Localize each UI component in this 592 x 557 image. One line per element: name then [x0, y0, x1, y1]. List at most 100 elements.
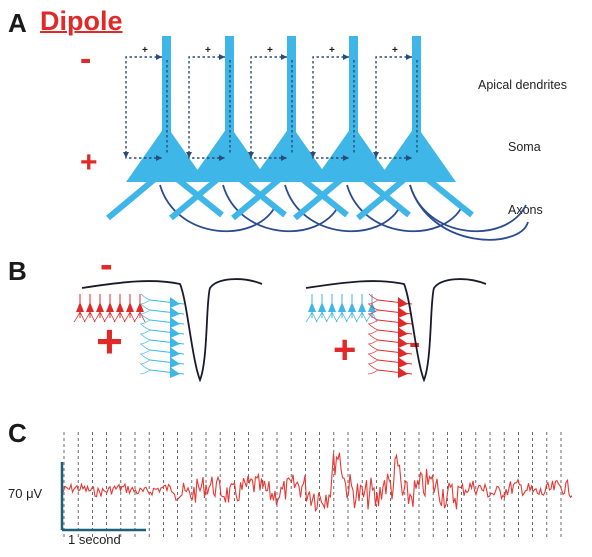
current-loop-left	[312, 56, 349, 159]
panel-c-letter: C	[8, 418, 27, 448]
mini-soma	[170, 327, 180, 338]
arrow-head-top	[281, 54, 287, 60]
mini-basal	[139, 363, 151, 375]
mini-soma	[398, 317, 408, 328]
mini-soma	[398, 347, 408, 358]
panel-a-plus-sign: +	[80, 146, 98, 179]
panel-a-letter: A	[8, 8, 27, 38]
axon-curve	[159, 184, 277, 233]
mini-basal	[367, 303, 379, 315]
pyramidal-neuron: +	[231, 36, 402, 233]
mini-soma	[106, 302, 114, 312]
loop-plus-sign: +	[142, 45, 148, 56]
arrow-head-top	[156, 54, 162, 60]
field-potential-trace-left	[81, 278, 263, 383]
axon-curve	[284, 184, 402, 233]
axon-curve	[346, 184, 464, 233]
panel-b-left-plus: +	[96, 315, 123, 367]
soma	[126, 125, 206, 182]
mini-basal	[367, 333, 379, 345]
mini-soma	[170, 347, 180, 358]
arrow-head-down	[123, 152, 129, 158]
mini-basal	[139, 343, 151, 355]
arrow-head-bottom	[281, 155, 287, 161]
axon-tail	[409, 184, 529, 241]
loop-plus-sign: +	[205, 45, 211, 56]
pyramidal-neuron: +	[106, 36, 277, 233]
dipole-title: Dipole	[40, 6, 123, 36]
arrow-head-bottom	[156, 155, 162, 161]
mini-basal	[133, 311, 146, 323]
axon-curve	[222, 184, 340, 233]
mini-soma	[318, 302, 326, 312]
arrow-head-top	[343, 54, 349, 60]
basal-dendrite-left	[169, 175, 221, 221]
panel-b-right-plus: +	[333, 328, 357, 372]
voltage-scale-label: 70 μV	[8, 486, 43, 501]
mini-soma	[308, 302, 316, 312]
axons-label: Axons	[508, 203, 543, 217]
time-scale-label: 1 second	[68, 532, 121, 547]
panel-b-left-dipole	[73, 278, 263, 383]
mini-soma	[170, 337, 180, 348]
mini-basal	[139, 323, 151, 335]
mini-soma	[126, 302, 134, 312]
arrow-head-bottom	[406, 155, 412, 161]
mini-basal	[139, 313, 151, 325]
mini-soma	[398, 297, 408, 308]
basal-dendrite-left	[106, 175, 158, 221]
mini-soma	[116, 302, 124, 312]
panel-a-minus-sign: -	[80, 40, 92, 78]
basal-dendrite-left	[231, 175, 283, 221]
field-potential-trace-right	[305, 278, 487, 383]
mini-basal	[367, 343, 379, 355]
mini-basal	[139, 333, 151, 345]
loop-plus-sign: +	[392, 45, 398, 56]
mini-soma	[398, 357, 408, 368]
pyramidal-neuron-array: + + + + +	[106, 36, 529, 241]
mini-basal	[367, 313, 379, 325]
mini-soma	[76, 302, 84, 312]
basal-dendrite-left	[356, 175, 408, 221]
current-loop-left	[250, 56, 287, 159]
arrow-head-down	[186, 152, 192, 158]
arrow-head-top	[219, 54, 225, 60]
mini-basal	[139, 293, 151, 305]
apical-dendrites-label: Apical dendrites	[478, 78, 567, 92]
pyramidal-neuron: +	[356, 36, 527, 233]
arrow-head-bottom	[219, 155, 225, 161]
panel-b-right-dipole	[305, 278, 487, 383]
mini-soma	[86, 302, 94, 312]
eeg-trace	[61, 452, 573, 513]
arrow-head-bottom	[343, 155, 349, 161]
eeg-gridlines	[63, 432, 562, 540]
arrow-head-top	[406, 54, 412, 60]
mini-soma	[136, 302, 144, 312]
mini-soma	[170, 357, 180, 368]
basal-dendrite-right	[424, 175, 474, 218]
mini-basal	[367, 293, 379, 305]
soma	[313, 125, 393, 182]
basal-dendrite-left	[293, 175, 345, 221]
loop-plus-sign: +	[267, 45, 273, 56]
loop-plus-sign: +	[329, 45, 335, 56]
panel-b-right-minus: -	[409, 324, 421, 362]
mini-soma	[170, 367, 180, 378]
current-loop-left	[125, 56, 162, 159]
mini-basal	[139, 303, 151, 315]
mini-soma	[96, 302, 104, 312]
current-loop-left	[188, 56, 225, 159]
mini-basal	[367, 363, 379, 375]
mini-basal	[139, 353, 151, 365]
mini-soma	[170, 307, 180, 318]
arrow-head-down	[248, 152, 254, 158]
mini-soma	[398, 367, 408, 378]
arrow-head-down	[310, 152, 316, 158]
current-loop-left	[375, 56, 412, 159]
scale-bar	[60, 462, 146, 532]
mini-soma	[358, 302, 366, 312]
soma-label: Soma	[508, 140, 541, 154]
mini-soma	[338, 302, 346, 312]
panel-b-left-minus: -	[100, 244, 113, 286]
